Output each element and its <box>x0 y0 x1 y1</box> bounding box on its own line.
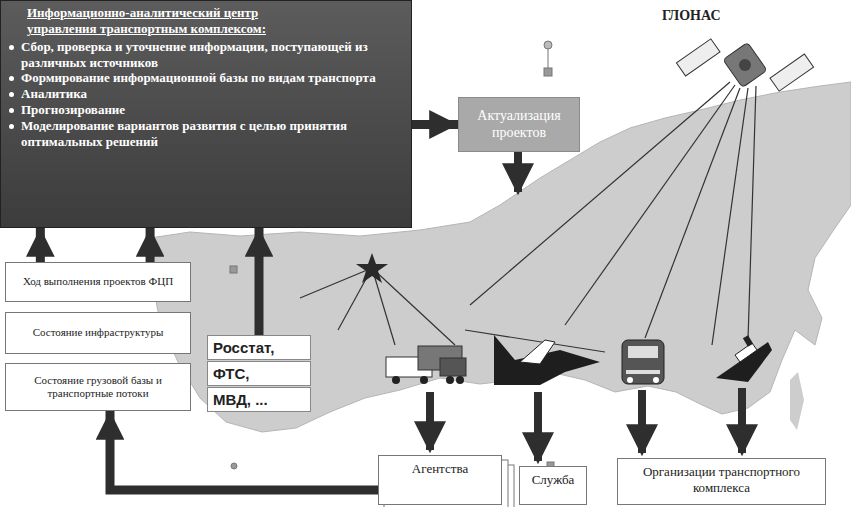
update-box: Актуализация проектов <box>458 97 580 152</box>
bullet-text: Сбор, проверка и уточнение информации, п… <box>7 39 403 71</box>
bullet-text: Формирование информационной базы по вида… <box>7 70 403 86</box>
box-text: Состояние инфраструктуры <box>33 326 164 339</box>
bullet-text: Прогнозирование <box>7 102 403 118</box>
box-text: ФТС, <box>213 365 249 383</box>
text-group: Информационно-аналитический центр управл… <box>7 5 403 150</box>
box-text: Служба <box>532 472 575 488</box>
box-text: МВД, ... <box>213 391 268 409</box>
satellite-glonass <box>676 39 813 91</box>
flow-arrow <box>110 411 378 490</box>
system-label: ГЛОНАС <box>662 8 721 24</box>
source-box: ФТС, <box>207 361 311 386</box>
agency-box: Агентства <box>378 455 502 505</box>
service-box: Служба <box>519 466 587 505</box>
flow-arrow <box>36 228 45 262</box>
input-box: Состояние грузовой базы и транспортные п… <box>5 363 191 411</box>
source-box: Росстат, <box>207 335 311 360</box>
bullet-text: Аналитика <box>7 86 403 102</box>
box-text: Организации транспортного комплекса <box>622 464 821 495</box>
input-box: Состояние инфраструктуры <box>5 312 191 354</box>
ship-icon <box>716 335 772 382</box>
truck-icon <box>386 346 466 384</box>
box-text: Актуализация проектов <box>463 108 575 142</box>
star-links <box>300 268 605 352</box>
down-arrows <box>430 152 742 461</box>
box-text: Состояние грузовой базы и транспортные п… <box>9 374 187 400</box>
train-icon <box>622 340 664 384</box>
box-text: Информационно-аналитический центр управл… <box>27 5 327 37</box>
sakhalin-island <box>790 372 804 430</box>
source-box: МВД, ... <box>207 387 311 412</box>
organization-box: Организации транспортного комплекса <box>617 458 826 505</box>
flow-arrow <box>412 120 458 129</box>
box-text: Росстат, <box>213 339 274 357</box>
box-text: Агентства <box>412 461 468 477</box>
box-text: Ход выполнения проектов ФЦП <box>23 275 173 288</box>
info-center-box: Информационно-аналитический центр управл… <box>0 0 412 228</box>
plane-icon <box>494 335 600 385</box>
flow-arrow <box>146 228 155 262</box>
bullet-text: Моделирование вариантов развития с целью… <box>7 118 403 150</box>
flow-arrow <box>255 228 264 335</box>
center-star <box>356 253 388 283</box>
input-box: Ход выполнения проектов ФЦП <box>5 262 191 302</box>
